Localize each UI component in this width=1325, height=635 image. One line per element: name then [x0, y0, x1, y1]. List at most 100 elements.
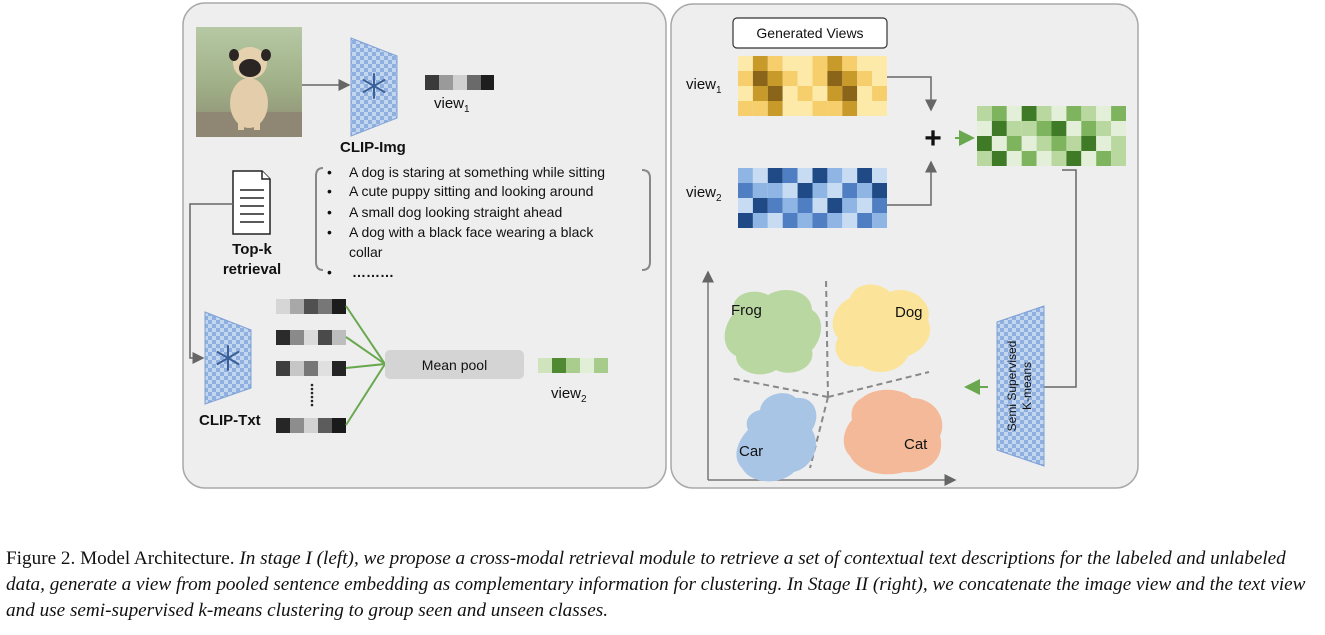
grid-cell: [1006, 106, 1022, 121]
caption-text: In stage I (left), we propose a cross-mo…: [6, 548, 1306, 621]
grid-cell: [842, 86, 858, 101]
concat-plus: +: [924, 122, 942, 155]
grid-cell: [872, 213, 887, 228]
grid-cell: [812, 183, 828, 198]
grid-cell: [1051, 151, 1067, 166]
grid-cell: [991, 136, 1007, 151]
cat-cluster: [843, 389, 943, 475]
grid-cell: [857, 168, 873, 183]
grid-cell: [752, 56, 768, 71]
grid-cell: [842, 71, 858, 86]
grid-cell: [782, 183, 798, 198]
architecture-diagram: CLIP-Img view1 Top-k retrieval • • • • •…: [182, 2, 1139, 489]
retrieval-label-2: retrieval: [223, 261, 281, 278]
grid-cell: [842, 56, 858, 71]
grid-cell: [872, 71, 887, 86]
clip-txt-encoder: [204, 311, 252, 405]
grid-cell: [1036, 106, 1052, 121]
grid-cell: [812, 71, 828, 86]
grid-cell: [797, 56, 813, 71]
caption-label: Figure 2. Model Architecture.: [6, 548, 235, 569]
grid-cell: [991, 106, 1007, 121]
description-item: A small dog looking straight ahead: [349, 204, 562, 220]
grid-cell: [1066, 106, 1082, 121]
right-bracket: [641, 169, 651, 271]
grid-cell: [857, 101, 873, 116]
cat-label: Cat: [904, 436, 928, 453]
grid-cell: [857, 213, 873, 228]
grid-cell: [827, 86, 843, 101]
grid-cell: [752, 183, 768, 198]
bullet: •: [327, 164, 332, 180]
grid-cell: [812, 86, 828, 101]
grid-cell: [857, 198, 873, 213]
grid-cell: [738, 71, 753, 86]
grid-cell: [797, 168, 813, 183]
clip-txt-label: CLIP-Txt: [199, 412, 261, 429]
grid-cell: [812, 213, 828, 228]
grid-cell: [797, 86, 813, 101]
grid-cell: [738, 213, 753, 228]
grid-cell: [738, 183, 753, 198]
snowflake-icon: [216, 345, 240, 371]
description-item: A dog is staring at something while sitt…: [349, 164, 605, 180]
view1-label-right: view1: [686, 76, 722, 96]
grid-cell: [797, 71, 813, 86]
description-item: ………: [352, 264, 394, 280]
grid-cell: [782, 71, 798, 86]
grid-cell: [977, 151, 992, 166]
frog-cluster: [724, 289, 822, 375]
grid-cell: [991, 121, 1007, 136]
car-cluster: [736, 393, 817, 482]
dog-photo: [196, 27, 302, 137]
grid-cell: [857, 86, 873, 101]
grid-cell: [1096, 106, 1112, 121]
description-item: collar: [349, 244, 383, 260]
grid-cell: [738, 56, 753, 71]
grid-cell: [767, 168, 783, 183]
grid-cell: [842, 168, 858, 183]
figure-caption: Figure 2. Model Architecture. In stage I…: [6, 546, 1316, 624]
grid-cell: [1066, 121, 1082, 136]
grid-cell: [827, 71, 843, 86]
grid-cell: [782, 213, 798, 228]
grid-cell: [767, 71, 783, 86]
grid-cell: [812, 56, 828, 71]
dog-label: Dog: [895, 304, 923, 321]
grid-cell: [752, 213, 768, 228]
description-item: A cute puppy sitting and looking around: [349, 183, 593, 199]
view2-label-left: view2: [551, 385, 587, 405]
text-embedding-bar: [276, 361, 346, 376]
kmeans-label-2: K-means: [1020, 362, 1034, 410]
grid-cell: [767, 56, 783, 71]
pooling-connectors: [345, 305, 386, 426]
bullet: •: [327, 264, 332, 280]
grid-cell: [738, 101, 753, 116]
grid-cell: [857, 56, 873, 71]
grid-cell: [977, 121, 992, 136]
grid-cell: [1051, 136, 1067, 151]
grid-cell: [767, 101, 783, 116]
grid-cell: [827, 56, 843, 71]
text-embedding-bar: [276, 418, 346, 433]
grid-cell: [872, 101, 887, 116]
grid-cell: [767, 86, 783, 101]
grid-cell: [752, 71, 768, 86]
grid-cell: [1021, 136, 1037, 151]
bullet: •: [327, 204, 332, 220]
grid-cell: [738, 86, 753, 101]
description-item: A dog with a black face wearing a black: [349, 224, 594, 240]
view1-image-embedding: [425, 75, 494, 90]
grid-cell: [827, 183, 843, 198]
text-embedding-bar: [276, 330, 346, 345]
grid-cell: [827, 101, 843, 116]
grid-cell: [782, 101, 798, 116]
grid-cell: [782, 86, 798, 101]
grid-cell: [782, 198, 798, 213]
generated-views-label: Generated Views: [756, 25, 863, 41]
grid-cell: [872, 183, 887, 198]
grid-cell: [842, 101, 858, 116]
grid-cell: [857, 183, 873, 198]
grid-cell: [1081, 136, 1097, 151]
grid-cell: [827, 198, 843, 213]
